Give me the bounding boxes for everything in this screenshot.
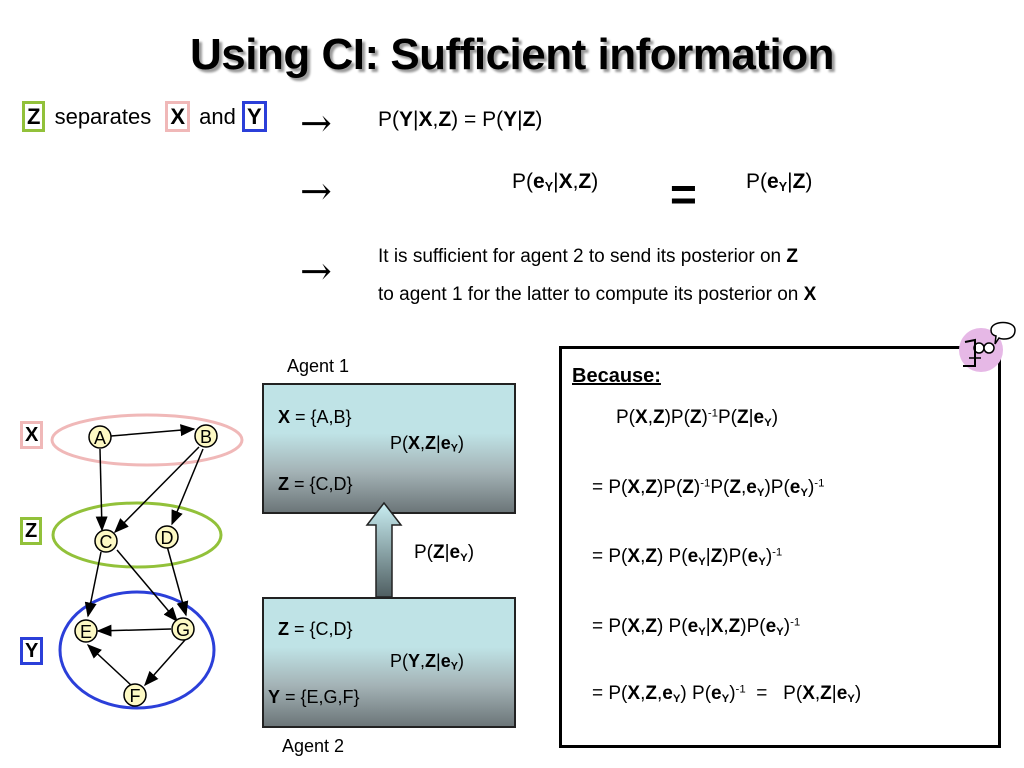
x-cluster-oval [50,413,244,467]
agent2-posterior: P(Y,Z|eY) [390,651,464,673]
agent2-z-set: Z = {C,D} [278,619,353,639]
derivation-line-3: = P(X,Z) P(eY|Z)P(eY)-1 [592,546,783,568]
posterior-ey-given-z: P(eY|Z) [746,170,813,195]
agent2-label: Agent 2 [282,736,345,756]
implies-arrow-1: → [300,101,332,145]
graph-label-x: X [20,421,44,449]
node-d: D [155,525,179,549]
derivation-line-5: = P(X,Z,eY) P(eY)-1 = P(X,Z|eY) [592,683,862,705]
because-title: Because: [572,365,661,387]
agent1-z-set: Z = {C,D} [278,474,353,494]
implies-arrow-3: → [300,249,332,293]
agent2-y-set: Y = {E,G,F} [268,687,360,707]
because-box: Because: P(X,Z)P(Z)-1P(Z|eY) = P(X,Z)P(Z… [559,346,1001,748]
z-cluster-oval [51,501,223,569]
bayes-net-graph: A B C D E G F [50,413,244,710]
sufficiency-text-1: It is sufficient for agent 2 to send its… [378,246,798,267]
slide-title: Using CI: Sufficient information [190,30,834,79]
agent1-label: Agent 1 [287,356,350,376]
agent1-posterior: P(X,Z|eY) [390,433,464,455]
svg-text:E: E [80,622,92,642]
y-box: Y [241,101,267,132]
node-a: A [88,425,112,449]
svg-text:F: F [130,686,141,706]
derivation-line-2: = P(X,Z)P(Z)-1P(Z,eY)P(eY)-1 [592,477,825,499]
agent2-box: Z = {C,D} P(Y,Z|eY) Y = {E,G,F} [262,597,516,728]
z-box: Z [22,101,46,132]
svg-text:A: A [94,428,106,448]
svg-text:B: B [200,427,212,447]
implies-arrow-2: → [300,169,332,213]
separates-text: separates [54,104,152,129]
node-g: G [171,617,195,641]
posterior-ey-given-xz: P(eY|X,Z) [512,170,599,195]
svg-text:G: G [176,620,190,640]
message-up-arrow [365,501,403,598]
ci-formula: P(Y|X,Z) = P(Y|Z) [378,108,543,131]
svg-text:C: C [100,532,113,552]
x-box: X [165,101,191,132]
sufficiency-text-2: to agent 1 for the latter to compute its… [378,284,817,305]
graph-label-y: Y [20,637,44,665]
derivation-line-1: P(X,Z)P(Z)-1P(Z|eY) [616,407,779,429]
node-b: B [194,424,218,448]
separation-statement: Z separates X and Y [22,101,267,132]
svg-text:D: D [161,528,174,548]
y-cluster-oval [58,590,216,710]
node-e: E [74,619,98,643]
agent1-box: X = {A,B} P(X,Z|eY) Z = {C,D} [262,383,516,514]
thinking-face-icon [959,321,1016,372]
derivation-line-4: = P(X,Z) P(eY|X,Z)P(eY)-1 [592,616,801,638]
equals-sign: = [670,168,697,220]
node-c: C [94,529,118,553]
and-text: and [199,104,236,129]
node-f: F [123,683,147,707]
agent1-x-set: X = {A,B} [278,407,352,427]
graph-label-z: Z [20,517,43,545]
message-posterior: P(Z|eY) [414,542,475,564]
